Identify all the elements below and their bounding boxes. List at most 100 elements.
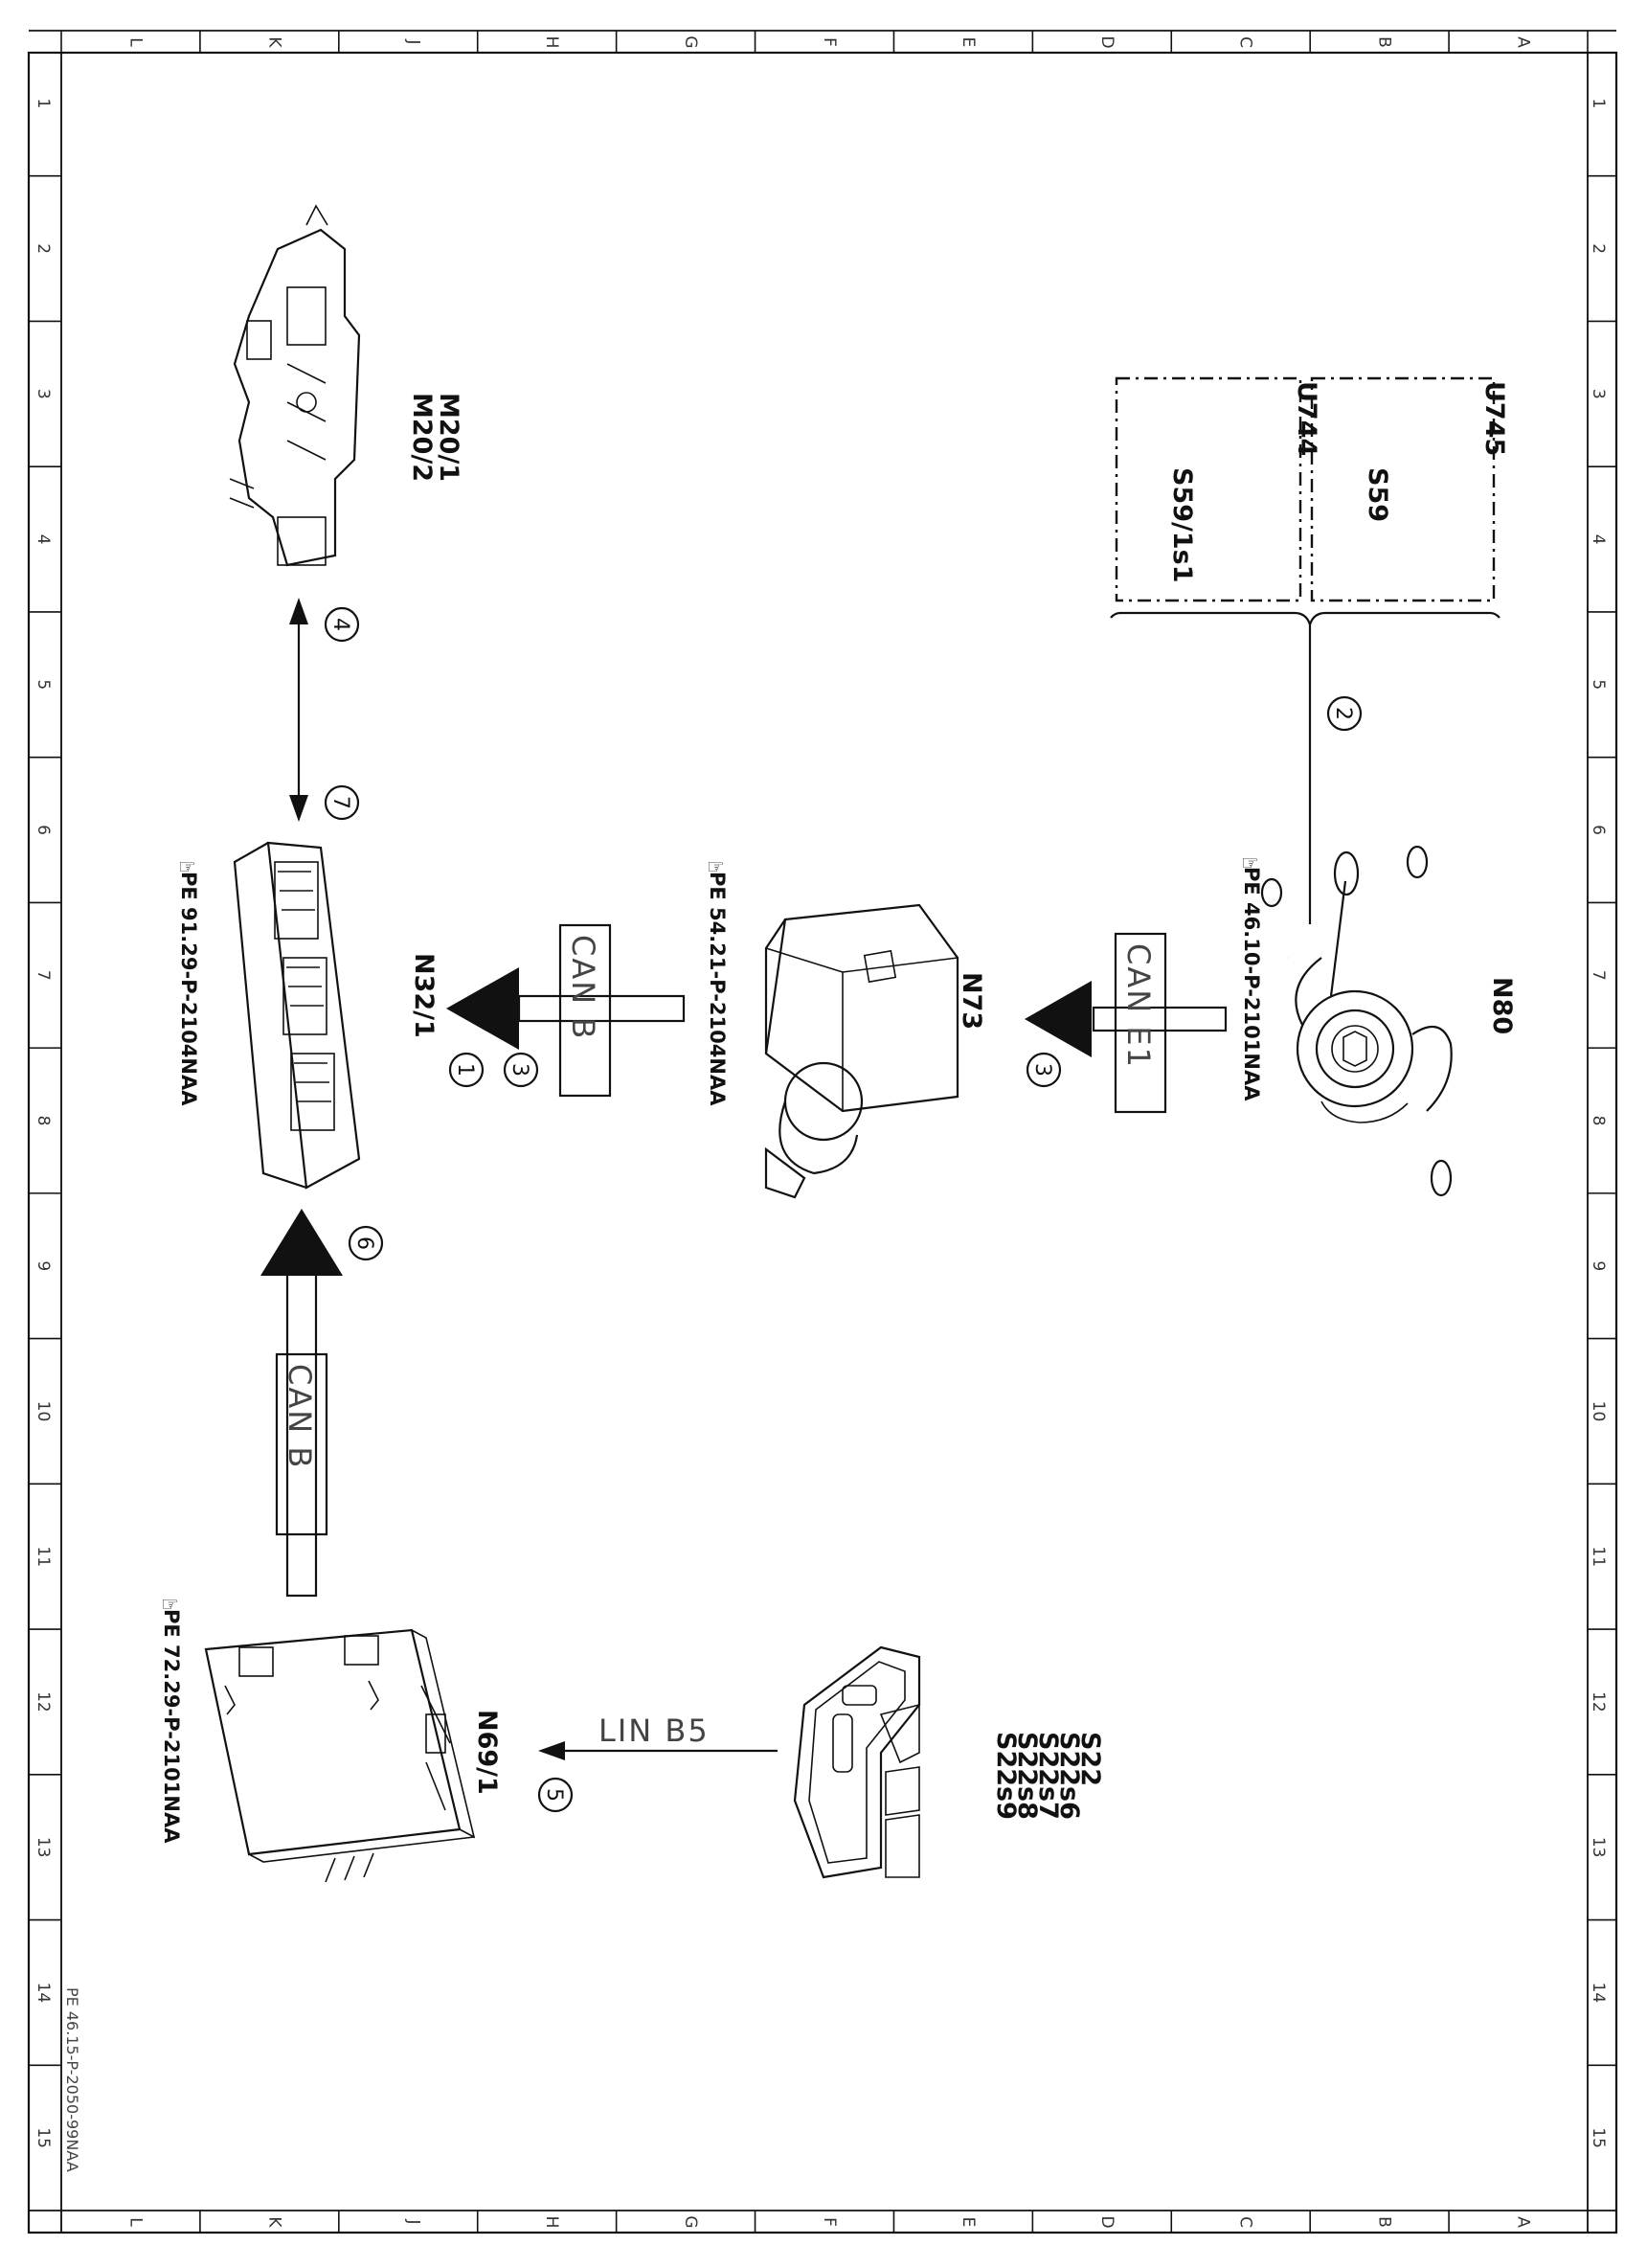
can-e1-bar: [1092, 1006, 1228, 1032]
n80-label: N80: [1487, 977, 1517, 1034]
grid-letter: G: [681, 35, 700, 48]
grid-number: 15: [1589, 2127, 1608, 2148]
grid-letter: H: [542, 2216, 561, 2229]
callout-7: [324, 784, 360, 821]
svg-text:1: 1: [453, 1063, 477, 1077]
svg-text:5: 5: [542, 1788, 566, 1802]
can-b-bottom-label: CAN B: [282, 1364, 318, 1469]
grid-letter: K: [264, 36, 283, 48]
grid-letter: A: [1514, 2216, 1533, 2228]
grid-letter: H: [542, 36, 561, 49]
grid-letter: B: [1375, 36, 1394, 48]
grid-number: 2: [1589, 243, 1608, 254]
can-e1-arrowhead: [1025, 981, 1092, 1057]
grid-number: 5: [34, 679, 53, 690]
can-b-bottom-tag: [275, 1352, 328, 1536]
grid-number: 11: [1589, 1546, 1608, 1567]
u744-label: U744: [1292, 381, 1321, 456]
m20-link-arrow-down: [289, 795, 308, 822]
grid-number: 1: [34, 98, 53, 108]
grid-letter: C: [1236, 2216, 1255, 2228]
grid-number: 15: [34, 2127, 53, 2148]
inner-frame: [60, 52, 1589, 2234]
grid-letter: G: [681, 2215, 700, 2228]
grid-letter: L: [125, 2217, 145, 2227]
grid-letter: L: [125, 37, 145, 47]
u745-label: U745: [1479, 381, 1509, 456]
s22-label: S22: [1075, 1732, 1105, 1786]
s22-label: S22s8: [1012, 1732, 1042, 1820]
can-b-top-label: CAN B: [565, 935, 601, 1040]
grid-letter: D: [1097, 2215, 1117, 2228]
grid-number: 7: [34, 970, 53, 981]
callout-4: [324, 606, 360, 643]
grid-number: 11: [34, 1546, 53, 1567]
grid-letter: J: [403, 2218, 422, 2224]
grid-letter: B: [1375, 2216, 1394, 2228]
can-b-top-arrowhead: [446, 967, 519, 1050]
svg-text:3: 3: [508, 1063, 531, 1077]
svg-text:7: 7: [328, 796, 352, 809]
n32-1-ref-hand-icon: ☞: [178, 855, 196, 878]
grid-number: 4: [1589, 534, 1608, 545]
s22-label: S22s9: [991, 1732, 1021, 1820]
lin-b5-label: LIN B5: [598, 1712, 710, 1749]
n73-ref-hand-icon: ☞: [707, 855, 725, 878]
grid-ticks: [29, 30, 1616, 2233]
callout-3-b: [503, 1052, 539, 1088]
n69-1-ref: PE 72.29-P-2101NAA: [160, 1609, 183, 1844]
grid-number: 14: [34, 1983, 53, 2004]
grid-number: 1: [1589, 98, 1608, 108]
grid-number: 13: [1589, 1837, 1608, 1858]
u745-item-label: S59: [1363, 467, 1392, 522]
grid-letter: F: [820, 37, 839, 47]
group-brace: [1110, 611, 1500, 628]
grid-number: 8: [34, 1116, 53, 1126]
can-b-bottom-arrowhead: [260, 1209, 343, 1276]
grid-number: 3: [34, 389, 53, 399]
drawing-id: PE 46.15-P-2050-99NAA: [63, 1987, 81, 2172]
n80-ref-hand-icon: ☞: [1241, 851, 1259, 874]
grid-number: 10: [1589, 1401, 1608, 1422]
n32-1-control-unit-icon: [233, 841, 361, 1190]
grid-letter: J: [403, 38, 422, 44]
callout-6: [348, 1225, 384, 1261]
n69-1-control-unit-icon: [204, 1628, 476, 1883]
m20-actuator-icon: [229, 204, 361, 567]
n32-1-ref: PE 91.29-P-2104NAA: [177, 872, 200, 1106]
svg-text:3: 3: [1030, 1063, 1054, 1077]
lin-b5-arrowhead: [538, 1741, 565, 1760]
grid-number: 7: [1589, 970, 1608, 981]
grid-number: 5: [1589, 679, 1608, 690]
s22-label: S22s6: [1054, 1732, 1084, 1820]
svg-text:6: 6: [352, 1236, 376, 1250]
grid-letter: D: [1097, 35, 1117, 48]
grid-number: 10: [34, 1401, 53, 1422]
n32-1-label: N32/1: [409, 953, 439, 1038]
n80-steering-switch-icon: [1260, 845, 1453, 1197]
can-e1-label: CAN E1: [1120, 943, 1157, 1069]
u744-item-label: S59/1s1: [1167, 467, 1197, 583]
grid-number: 2: [34, 243, 53, 254]
outer-frame: [27, 51, 1618, 2234]
n69-1-ref-hand-icon: ☞: [161, 1593, 179, 1616]
can-e1-tag: [1114, 932, 1167, 1114]
m20-1-label: M20/1: [434, 393, 463, 482]
svg-text:4: 4: [328, 618, 352, 631]
n73-ref: PE 54.21-P-2104NAA: [706, 872, 729, 1106]
grid-number: 12: [34, 1691, 53, 1712]
grid-number: 9: [34, 1260, 53, 1271]
grid-letter: E: [959, 37, 978, 48]
grid-number: 6: [1589, 825, 1608, 835]
u744-box: [1115, 376, 1302, 602]
grid-letter: C: [1236, 36, 1255, 48]
n69-1-label: N69/1: [472, 1710, 502, 1795]
grid-number: 13: [34, 1837, 53, 1858]
callout-2: [1326, 695, 1363, 732]
